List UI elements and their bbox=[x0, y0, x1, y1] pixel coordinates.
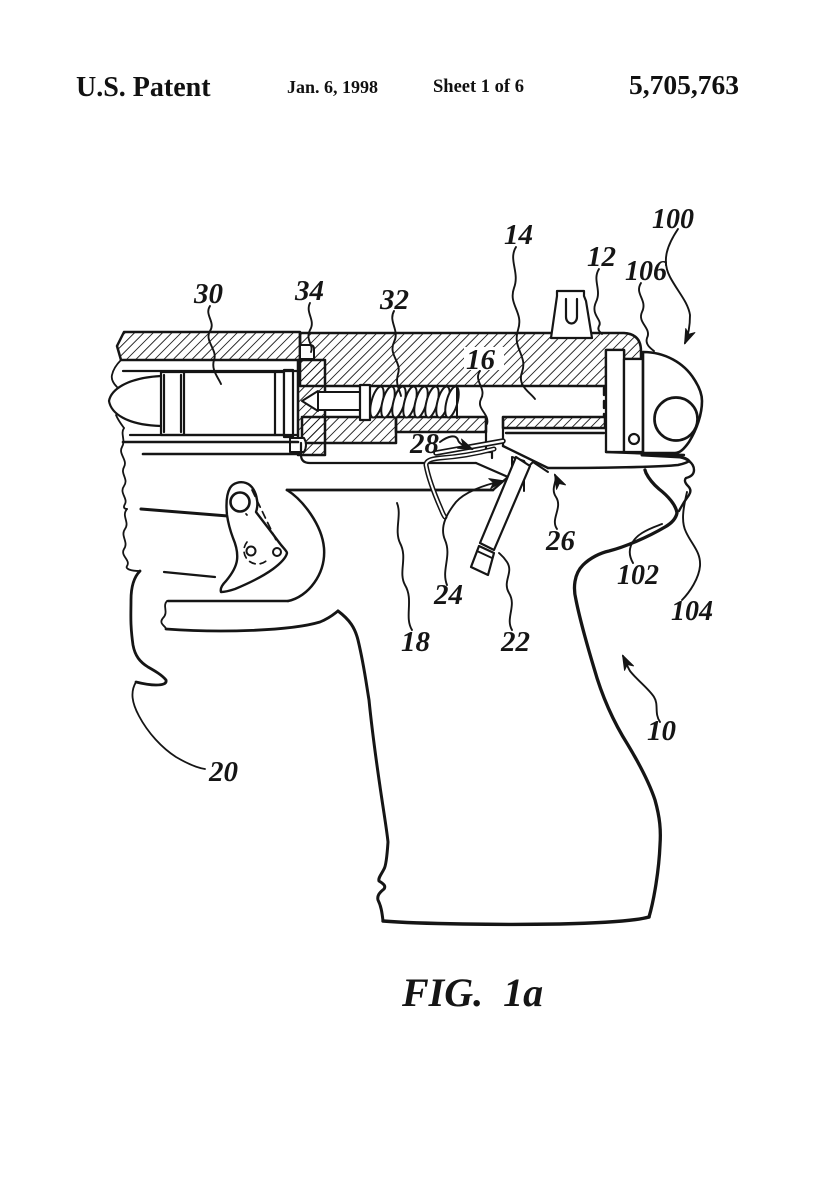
svg-text:34: 34 bbox=[294, 275, 324, 307]
svg-text:14: 14 bbox=[504, 219, 533, 251]
svg-text:28: 28 bbox=[409, 428, 440, 460]
svg-text:100: 100 bbox=[652, 204, 694, 235]
svg-text:30: 30 bbox=[193, 278, 223, 310]
svg-text:24: 24 bbox=[433, 579, 463, 611]
svg-text:32: 32 bbox=[379, 284, 409, 316]
svg-text:26: 26 bbox=[545, 525, 576, 557]
svg-text:22: 22 bbox=[500, 626, 530, 658]
svg-text:20: 20 bbox=[208, 756, 238, 788]
svg-text:106: 106 bbox=[625, 256, 667, 287]
svg-text:FIG. 1a: FIG. 1a bbox=[401, 970, 543, 1015]
svg-text:102: 102 bbox=[617, 560, 659, 591]
svg-text:16: 16 bbox=[466, 344, 496, 376]
svg-text:104: 104 bbox=[671, 596, 713, 627]
svg-text:18: 18 bbox=[401, 626, 431, 658]
svg-text:12: 12 bbox=[587, 241, 616, 273]
svg-text:10: 10 bbox=[647, 715, 676, 747]
